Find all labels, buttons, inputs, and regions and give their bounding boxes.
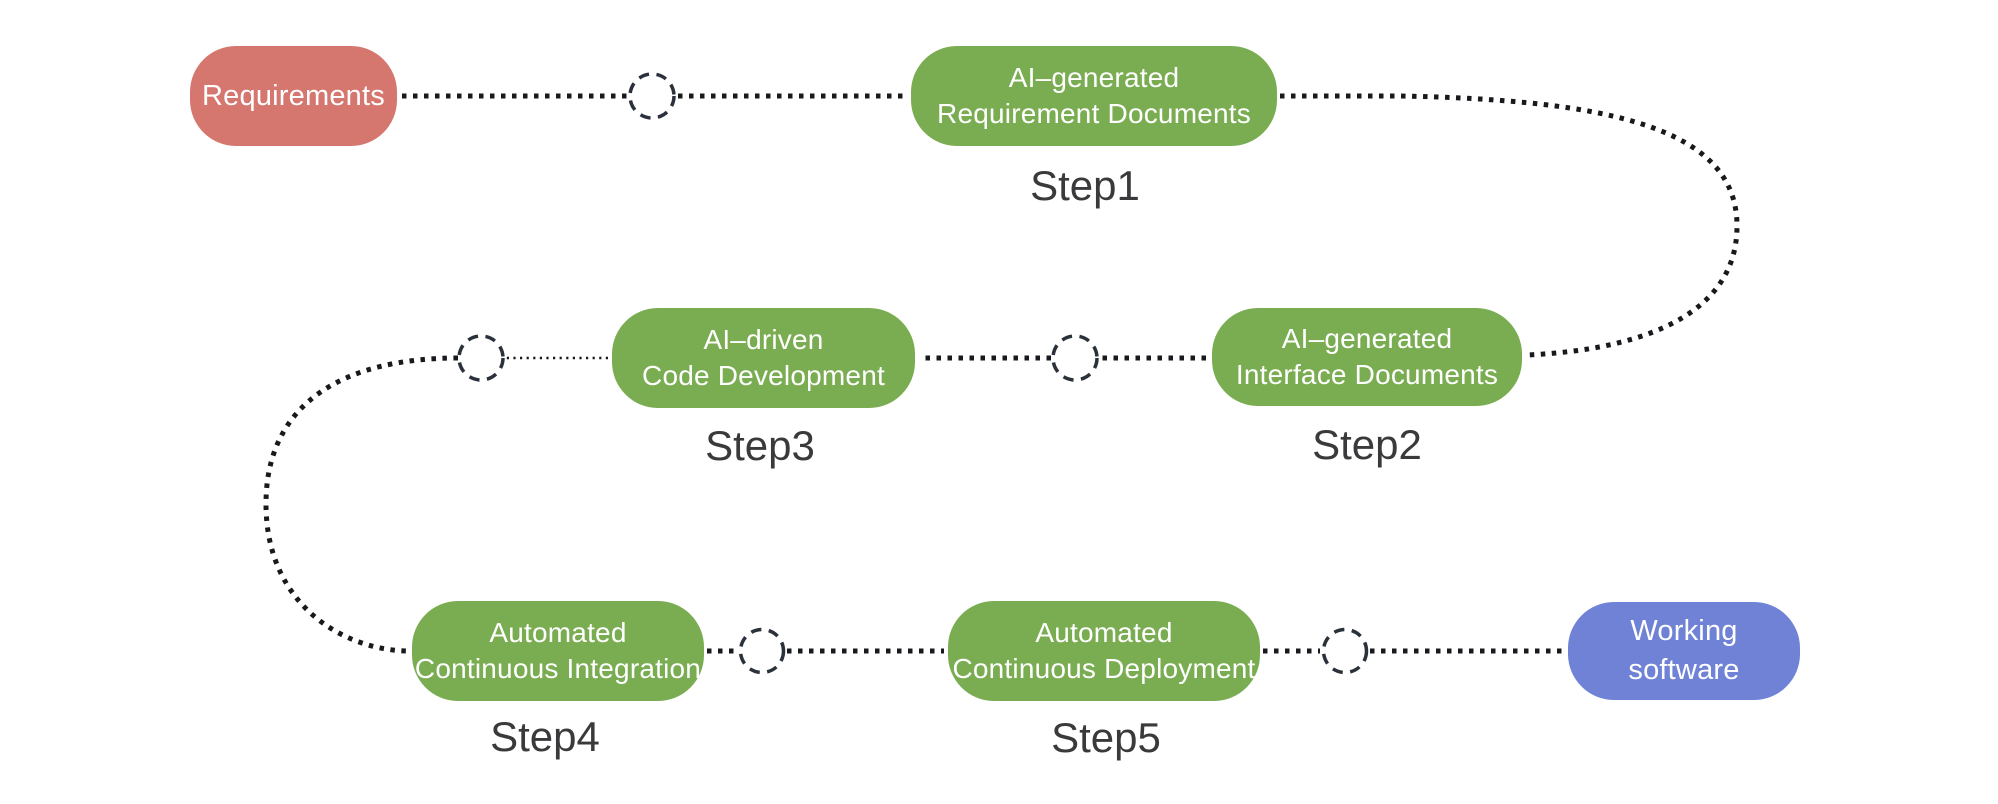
node-ai-generated-requirement-documents: AI–generated Requirement Documents — [911, 46, 1277, 146]
node-automated-continuous-integration: Automated Continuous Integration — [412, 601, 704, 701]
step3-label: Step3 — [705, 422, 815, 469]
node-ai-generated-interface-documents: AI–generated Interface Documents — [1212, 308, 1522, 406]
node-requirements-label: Requirements — [202, 79, 385, 112]
junction-circle-4 — [738, 627, 786, 675]
node-automated-continuous-deployment: Automated Continuous Deployment — [948, 601, 1260, 701]
step5-label: Step5 — [1051, 714, 1161, 761]
node-ci-label: Automated Continuous Integration — [414, 617, 702, 684]
step1-label: Step1 — [1030, 162, 1140, 209]
junction-circle-1 — [628, 72, 676, 120]
node-reqdocs-label: AI–generated Requirement Documents — [937, 62, 1251, 129]
step2-label: Step2 — [1312, 421, 1422, 468]
junction-circle-5 — [1321, 627, 1369, 675]
step4-label: Step4 — [490, 713, 600, 760]
node-codedev-label: AI–driven Code Development — [642, 324, 885, 391]
connector-curve-left-circle2-to-ci — [263, 355, 459, 654]
node-ai-driven-code-development: AI–driven Code Development — [612, 308, 915, 408]
junction-circle-2 — [457, 334, 505, 382]
node-requirements: Requirements — [190, 46, 397, 146]
node-interfacedocs-label: AI–generated Interface Documents — [1235, 323, 1499, 390]
node-working-label: Working software — [1628, 615, 1740, 686]
junction-circle-3 — [1051, 334, 1099, 382]
connector-curve-right-reqdocs-to-interfacedocs — [1280, 93, 1740, 358]
node-cd-label: Automated Continuous Deployment — [952, 617, 1256, 684]
node-working-software: Working software — [1568, 602, 1800, 700]
